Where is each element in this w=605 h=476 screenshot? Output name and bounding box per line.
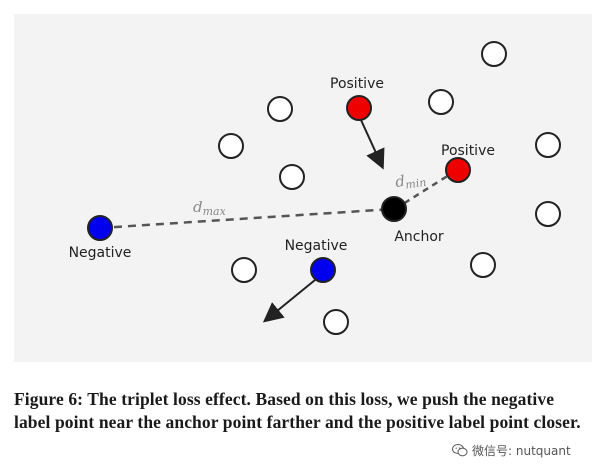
figure-caption: Figure 6: The triplet loss effect. Based… (14, 389, 581, 432)
neutral-point (218, 133, 244, 159)
wechat-icon (452, 444, 468, 457)
dmin-label: dmin (394, 169, 427, 193)
anchor-label: Anchor (394, 229, 444, 245)
dmax-base: d (193, 198, 203, 216)
neutral-point (535, 201, 561, 227)
anchor-point (381, 196, 407, 222)
watermark: 微信号: nutquant (452, 442, 571, 459)
positive-point-top (346, 95, 372, 121)
negative-push-arrow (262, 279, 316, 323)
neutral-point (428, 89, 454, 115)
negative-point-left (87, 215, 113, 241)
neutral-point (535, 132, 561, 158)
dmax-label: dmax (193, 198, 227, 218)
neutral-point (323, 309, 349, 335)
triplet-loss-diagram: Positive Positive Anchor Negative Negati… (69, 41, 561, 335)
positive-pull-arrow (360, 119, 385, 170)
negative-label-left: Negative (69, 245, 132, 261)
diagram-panel (14, 14, 592, 362)
neutral-point (279, 164, 305, 190)
dmin-dashed-line (394, 168, 458, 211)
positive-label-right: Positive (441, 143, 495, 159)
negative-label-mid: Negative (285, 238, 348, 254)
watermark-text: 微信号: nutquant (472, 444, 571, 458)
positive-label-top: Positive (330, 76, 384, 92)
neutral-point (267, 96, 293, 122)
dmin-subscript: min (405, 176, 428, 192)
neutral-point (470, 252, 496, 278)
dmax-subscript: max (203, 205, 227, 218)
dmin-base: d (394, 172, 406, 191)
positive-point-right (445, 157, 471, 183)
negative-point-mid (310, 257, 336, 283)
neutral-point (481, 41, 507, 67)
dmax-dashed-line (99, 207, 394, 230)
neutral-point (231, 257, 257, 283)
